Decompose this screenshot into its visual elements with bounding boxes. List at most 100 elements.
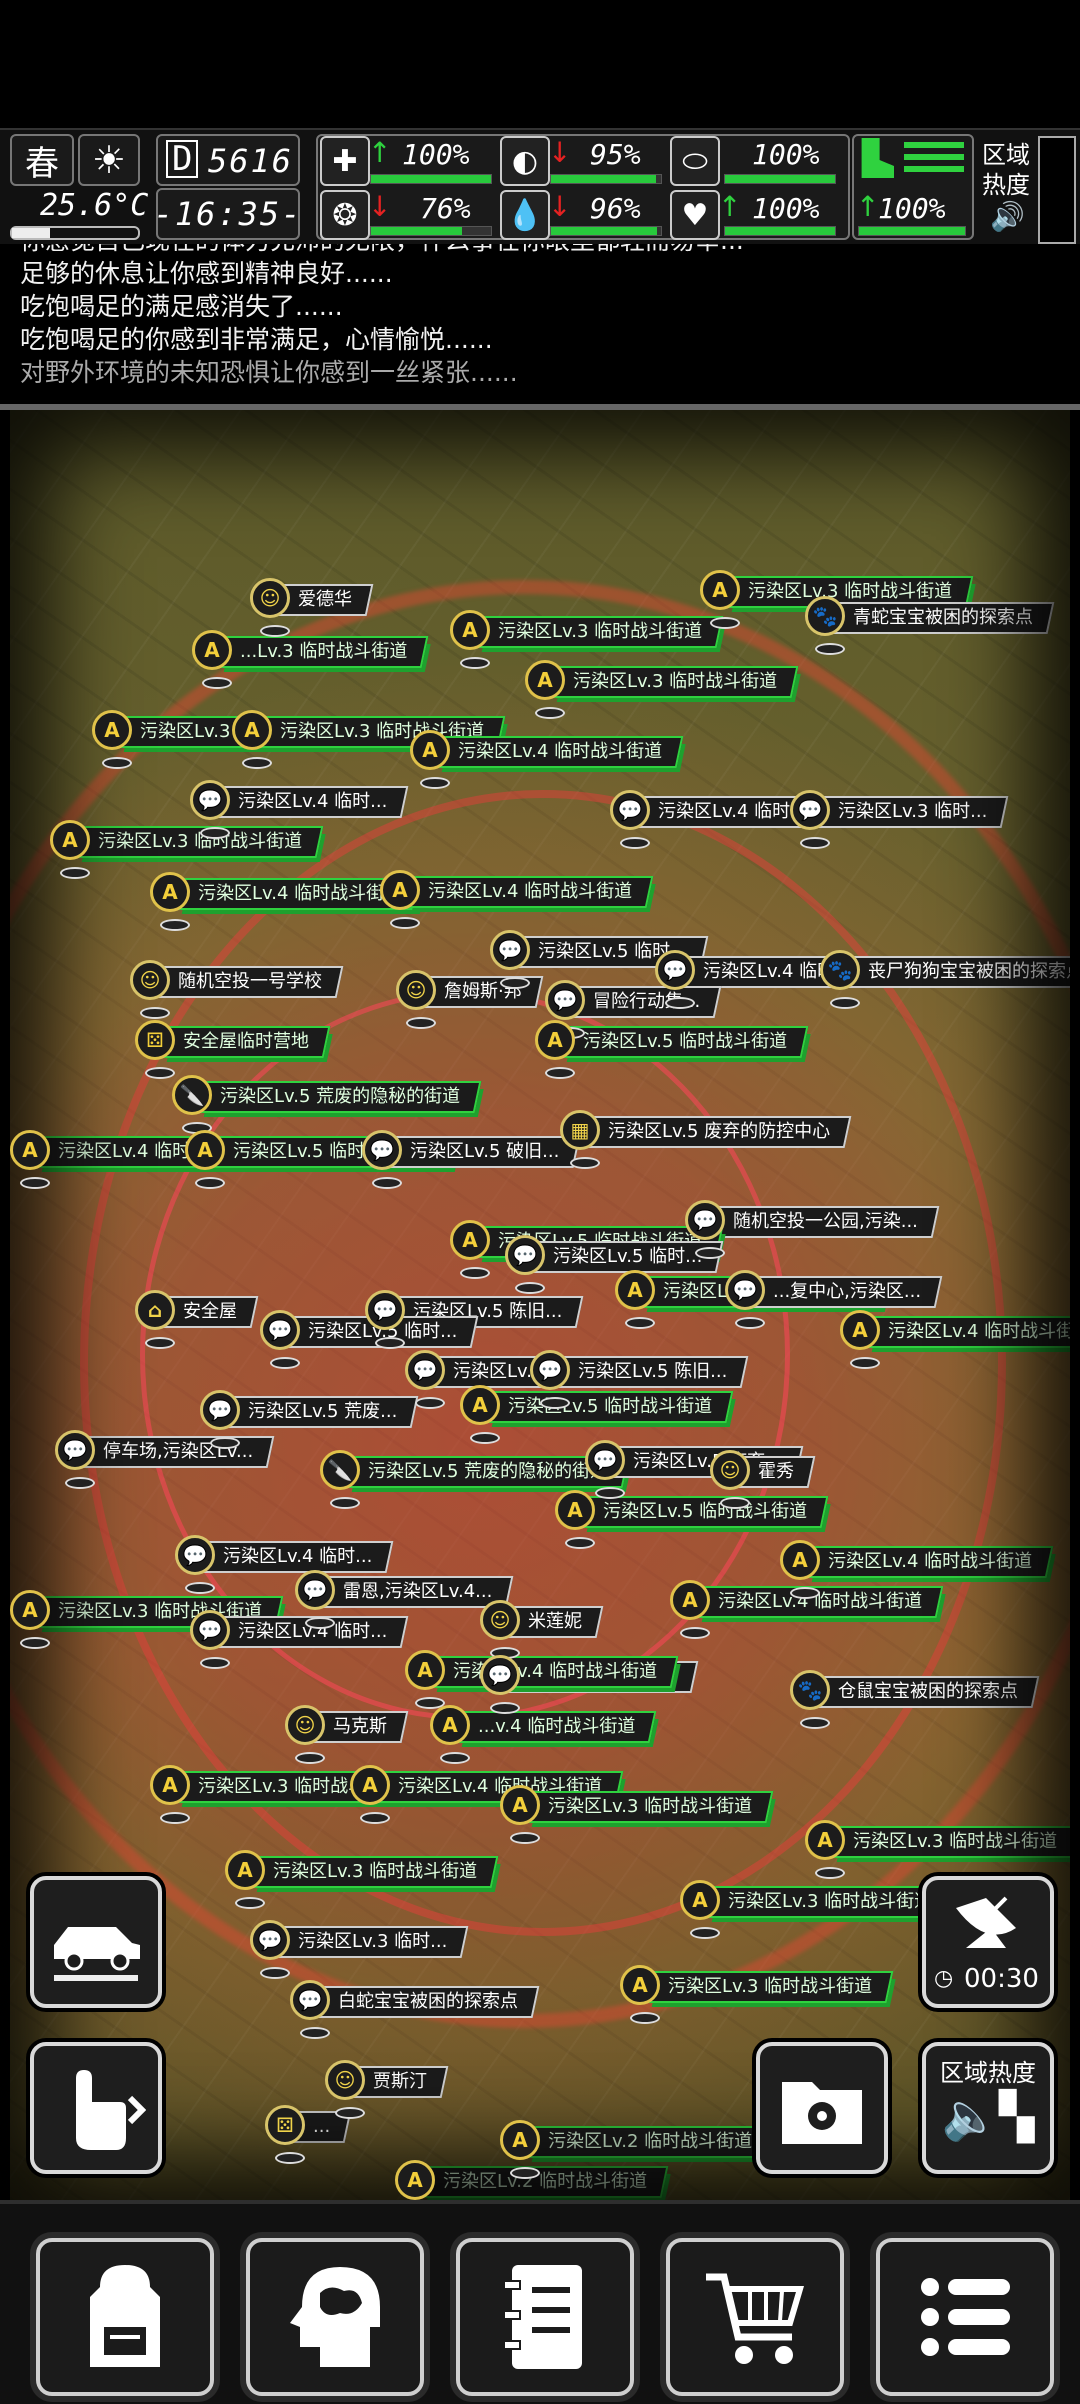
map-marker-label: 污染区Lv.5 陈旧... xyxy=(554,1356,749,1388)
stomach-bar xyxy=(550,174,662,184)
battle-street-icon: A xyxy=(670,1580,710,1639)
battle-street-icon: A xyxy=(405,1650,445,1709)
stomach-icon: ◐ xyxy=(500,136,550,186)
map-marker-label: 污染区Lv.4 临时战斗街道 xyxy=(429,1656,679,1688)
battle-street-icon: A xyxy=(380,870,420,929)
map-marker-label: 污染区Lv.4 临时战斗街道 xyxy=(434,736,684,768)
speech-bubble-icon: 💬 xyxy=(260,1310,300,1369)
map-marker-label: 污染区Lv.3 临时战斗街道 xyxy=(644,1971,894,2003)
map-marker-label: ...复中心,污染区... xyxy=(749,1276,943,1308)
map-marker-text: 污染区Lv.5 荒废的隐秘的街道 xyxy=(368,1461,609,1482)
battle-street-icon: A xyxy=(150,872,190,931)
water-drop-icon: 💧 xyxy=(500,190,550,240)
map-marker-text: 贾斯汀 xyxy=(373,2071,427,2092)
map-marker-label: 污染区Lv.2 临时战斗街道 xyxy=(524,2126,774,2158)
brain-head-icon xyxy=(290,2267,380,2367)
nav-menu[interactable] xyxy=(876,2238,1054,2396)
map-folder-button[interactable] xyxy=(756,2042,888,2174)
map-marker-label: 污染区Lv.5 临时战斗街道 xyxy=(559,1026,809,1058)
speech-bubble-icon: 💬 xyxy=(545,980,585,1039)
map-marker-label: 污染区Lv.4 临时战斗街道 xyxy=(804,1546,1054,1578)
battle-street-icon: A xyxy=(225,1850,265,1909)
speech-bubble-icon: 💬 xyxy=(490,930,530,989)
map-marker-text: 污染区Lv.4 临时战斗街道 xyxy=(888,1321,1070,1342)
trend-up-icon: ↑ xyxy=(856,190,880,223)
nav-skills[interactable] xyxy=(246,2238,424,2396)
dice-icon: ⚄ xyxy=(265,2105,305,2164)
battle-street-icon: A xyxy=(395,2160,435,2200)
capsule-value: 100% xyxy=(752,138,820,171)
speech-bubble-icon: 💬 xyxy=(295,1570,335,1629)
battle-street-icon: A xyxy=(10,1590,50,1649)
map-marker-text: 污染区Lv.4 临时... xyxy=(238,791,388,812)
region-heat-text: 区域热度 xyxy=(940,2058,1036,2087)
nav-shop[interactable] xyxy=(666,2238,844,2396)
speech-bubble-icon: 💬 xyxy=(175,1535,215,1594)
thermometer-bar xyxy=(10,226,140,240)
map-marker-label: 污染区Lv.3 临时战斗街道 xyxy=(704,1886,954,1918)
health-value: 100% xyxy=(402,138,470,171)
stamina-value: 100% xyxy=(878,192,946,225)
map-marker-label: 仓鼠宝宝被困的探索点 xyxy=(814,1676,1040,1708)
building-icon: ▦ xyxy=(560,1110,600,1169)
battle-street-icon: A xyxy=(615,1270,655,1329)
portrait-icon: ☺ xyxy=(710,1450,750,1509)
radar-timer: 00:30 xyxy=(964,1964,1039,1994)
knife-icon: 🔪 xyxy=(320,1450,360,1509)
map-marker-label: 随机空投一公园,污染... xyxy=(709,1206,940,1238)
map-marker-text: 污染区Lv.3 临时战斗街道 xyxy=(498,621,703,642)
interact-button[interactable] xyxy=(30,2042,162,2174)
map-marker-text: 污染区Lv.4 临时战斗街道 xyxy=(458,741,663,762)
speaker-icon[interactable]: 🔊 xyxy=(990,200,1025,233)
battle-street-icon: A xyxy=(805,1820,845,1879)
map-marker-text: 污染区Lv.5 陈旧... xyxy=(578,1361,728,1382)
nav-backpack[interactable] xyxy=(36,2238,214,2396)
map-marker-text: 爱德华 xyxy=(298,589,352,610)
map-marker-text: ...v.4 临时战斗街道 xyxy=(478,1716,636,1737)
log-line: 你感觉自己现在的体力充沛的无限，什么事在你眼里都轻而易举... xyxy=(0,244,1080,257)
stomach-value: 95% xyxy=(590,138,641,171)
satellite-dish-icon xyxy=(956,1896,1016,1948)
map-marker-label: 丧尸狗狗宝宝被困的探索点 xyxy=(844,956,1070,988)
map-marker-label: 污染区Lv.4 临时... xyxy=(199,1541,394,1573)
trend-down-icon: ↓ xyxy=(368,190,392,223)
map-marker-text: 马克斯 xyxy=(333,1716,387,1737)
season-badge: 春 xyxy=(10,134,74,186)
map-marker-label: 污染区Lv.5 破旧... xyxy=(386,1136,581,1168)
battle-street-icon: A xyxy=(680,1880,720,1939)
battle-street-icon: A xyxy=(50,820,90,879)
map-marker-label: 污染区Lv.3 临时战斗街道 xyxy=(474,616,724,648)
battle-street-icon: A xyxy=(450,610,490,669)
speech-bubble-icon: 💬 xyxy=(530,1350,570,1409)
map-marker-label: 污染区Lv.5 荒废... xyxy=(224,1396,419,1428)
map-marker-text: 污染区Lv.3 临时战斗街道 xyxy=(853,1831,1058,1852)
speech-bubble-icon: 💬 xyxy=(190,1610,230,1669)
medkit-icon: ✚ xyxy=(320,136,370,186)
battle-street-icon: A xyxy=(430,1705,470,1764)
map-marker-label: 雷恩,污染区Lv.4... xyxy=(319,1576,514,1608)
portrait-icon: ☺ xyxy=(325,2060,365,2119)
sun-icon: ☀ xyxy=(78,134,140,186)
map-marker-label: 污染区Lv.5 荒废的隐秘的街道 xyxy=(196,1081,482,1113)
battle-street-icon: A xyxy=(500,1785,540,1844)
home-icon: ⌂ xyxy=(135,1290,175,1349)
event-log: 你感觉自己现在的体力充沛的无限，什么事在你眼里都轻而易举... 足够的休息让你感… xyxy=(0,244,1080,404)
region-heat-meter xyxy=(1038,136,1076,244)
speech-bubble-icon: 💬 xyxy=(190,780,230,839)
brain-icon: ❂ xyxy=(320,190,370,240)
region-heat-button[interactable]: 区域热度 🔈▚ xyxy=(922,2042,1054,2174)
map-marker-label: 冒险行动集... xyxy=(569,986,722,1018)
vehicle-button[interactable] xyxy=(30,1876,162,2008)
battle-street-icon: A xyxy=(10,1130,50,1189)
speech-bubble-icon: 💬 xyxy=(655,950,695,1009)
clock: -16:35- xyxy=(154,188,300,240)
nav-journal[interactable] xyxy=(456,2238,634,2396)
map-marker-text: 污染区Lv.4 临时战斗街道 xyxy=(718,1591,923,1612)
cart-icon xyxy=(706,2273,805,2364)
map-marker-label: 污染区Lv.4 临时战斗街道 xyxy=(864,1316,1070,1348)
radar-button[interactable]: ◷ 00:30 xyxy=(922,1876,1054,2008)
log-line: 对野外环境的未知恐惧让你感到一丝紧张...... xyxy=(20,358,518,387)
battle-street-icon: A xyxy=(555,1490,595,1549)
knife-icon: 🔪 xyxy=(172,1075,212,1134)
